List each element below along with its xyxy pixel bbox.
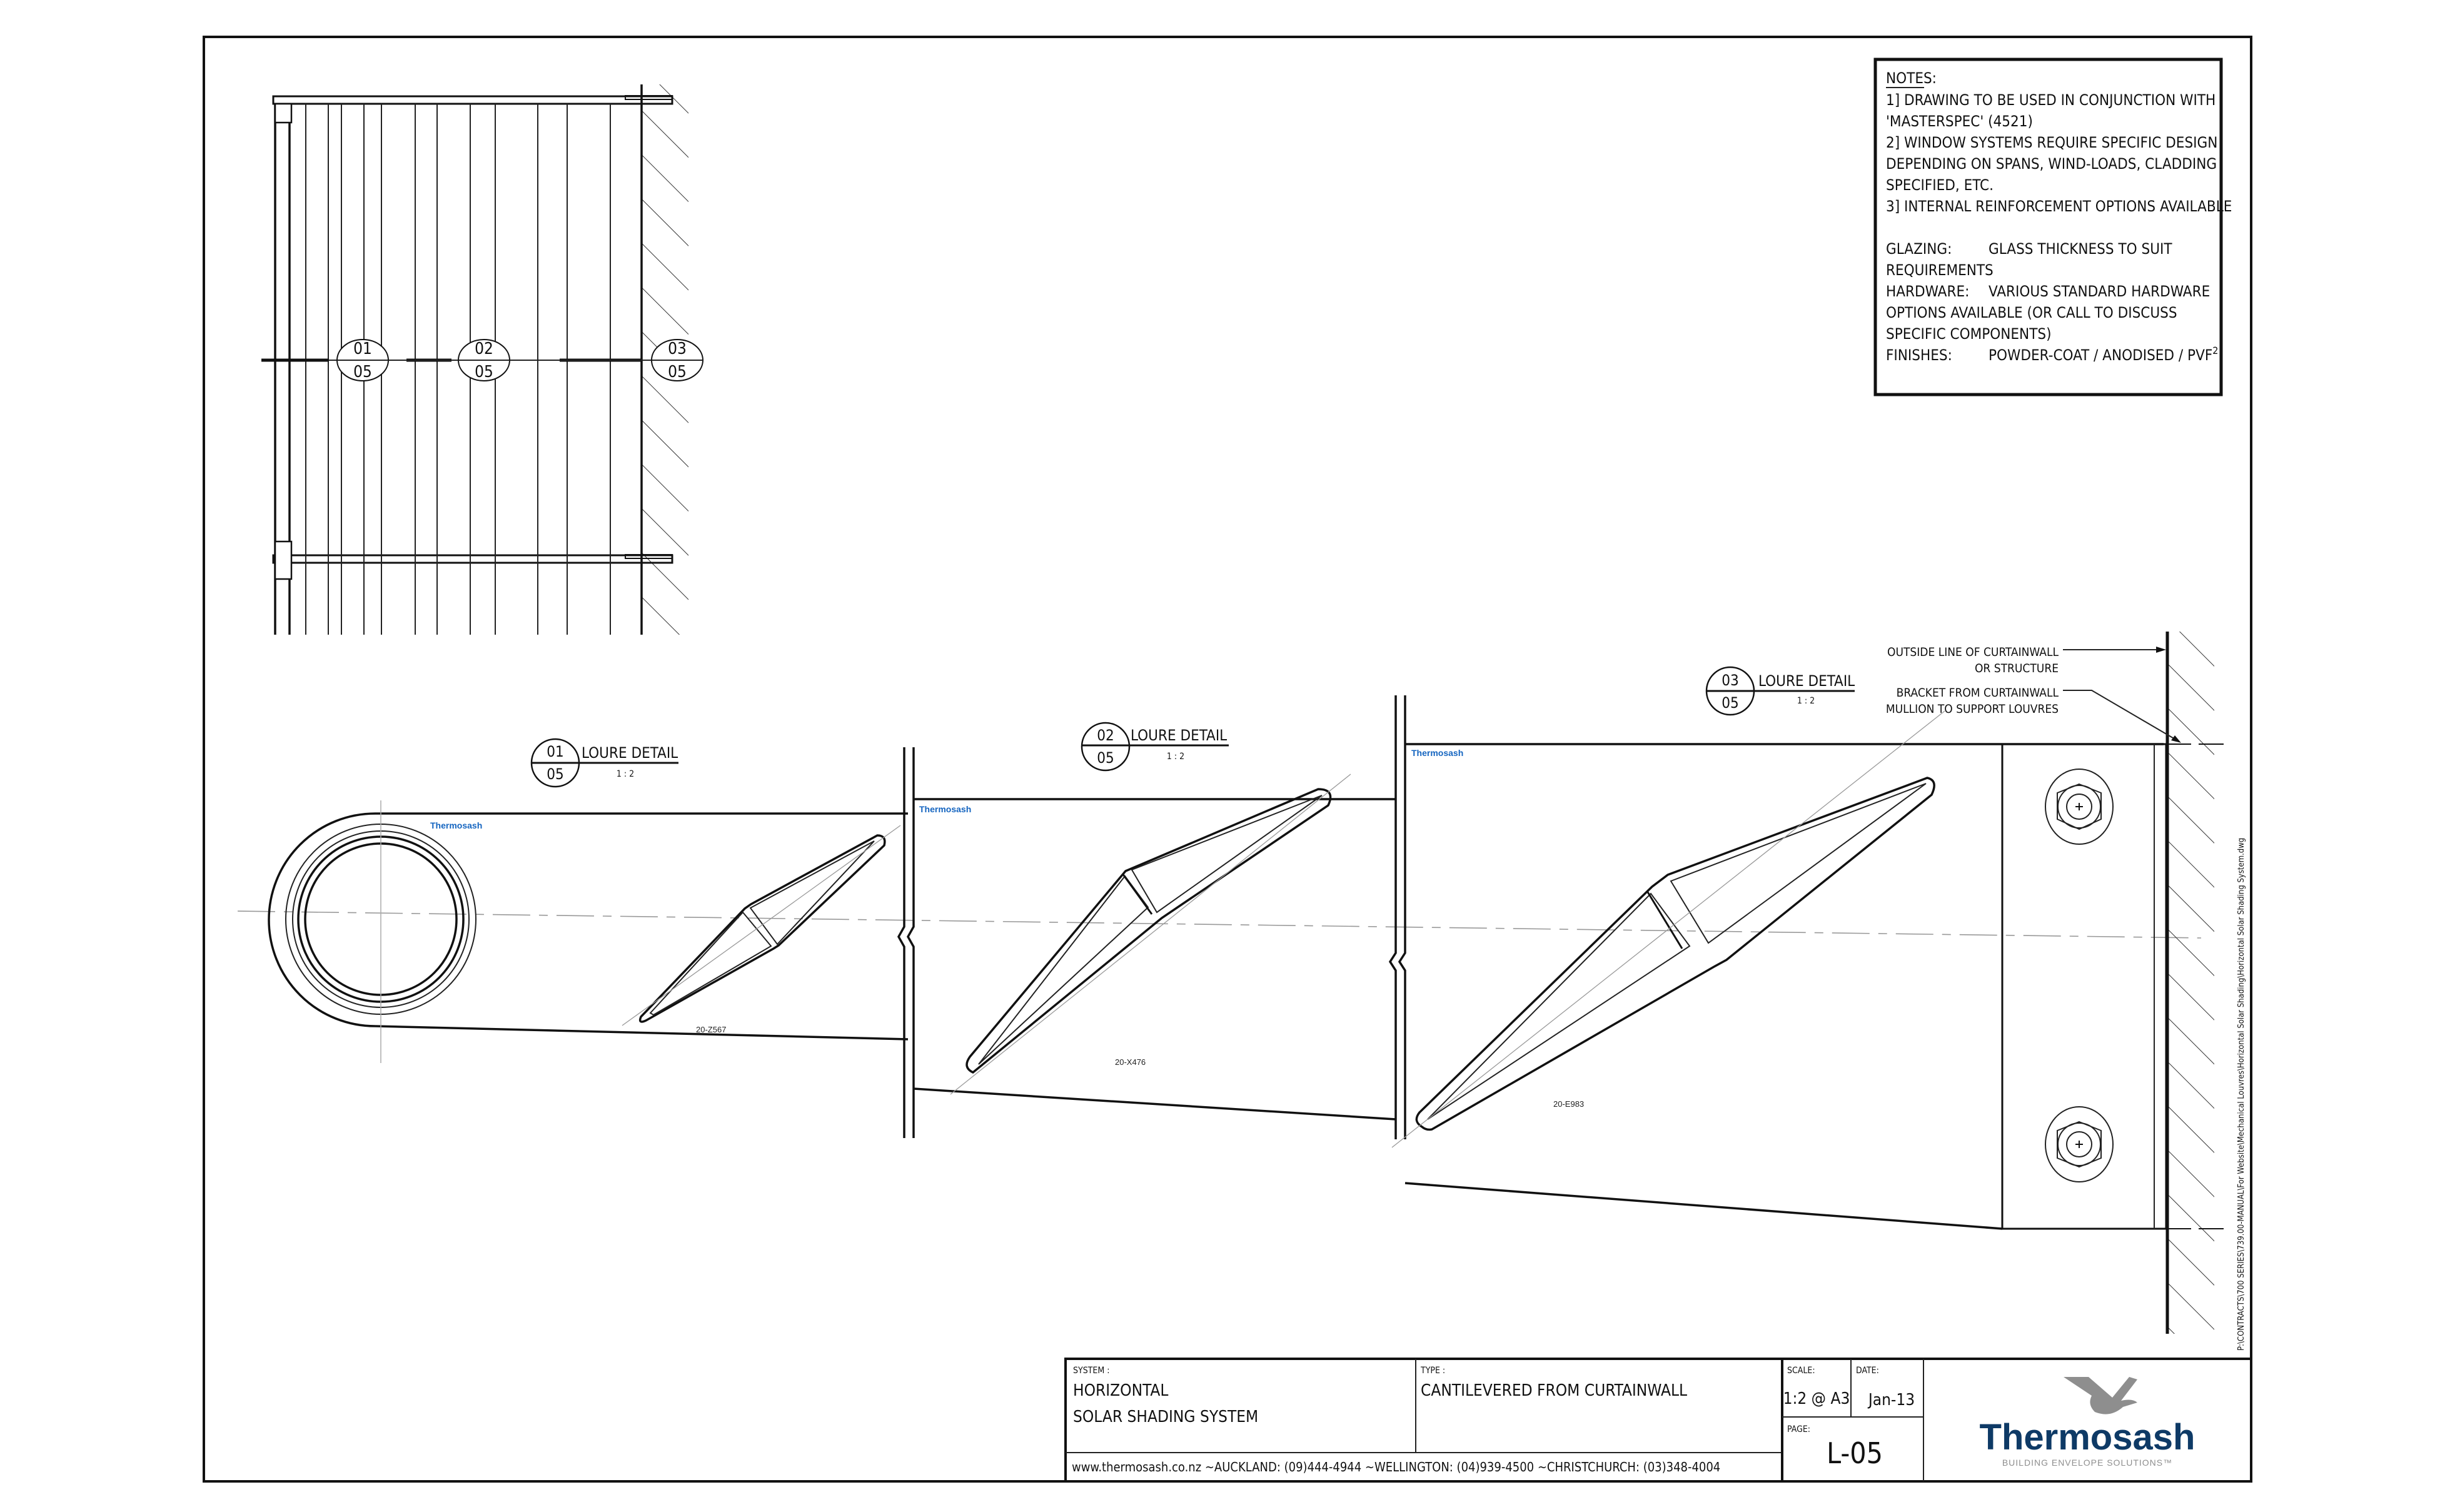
note-line: DEPENDING ON SPANS, WIND-LOADS, CLADDING — [1886, 155, 2217, 173]
glazing-label: GLAZING: — [1886, 240, 1952, 258]
callout-text: OUTSIDE LINE OF CURTAINWALL — [1887, 645, 2059, 659]
system-value: HORIZONTAL — [1073, 1381, 1168, 1400]
note-line: 1] DRAWING TO BE USED IN CONJUNCTION WIT… — [1886, 91, 2216, 109]
detail-sheet: 05 — [1097, 749, 1114, 767]
scale-value: 1:2 @ A3 — [1783, 1389, 1850, 1408]
brand-mark: Thermosash — [1411, 748, 1463, 758]
detail-02: Thermosash — [913, 695, 1406, 1139]
marker-number: 01 — [353, 340, 372, 358]
brand-mark: Thermosash — [430, 820, 482, 830]
arrow-head-icon — [2156, 647, 2166, 653]
detail-scale: 1 : 2 — [1167, 752, 1184, 762]
detail-number: 01 — [547, 743, 563, 760]
notes-box: NOTES: 1] DRAWING TO BE USED IN CONJUNCT… — [1873, 58, 2232, 396]
louvre-profile-02 — [950, 774, 1351, 1095]
glazing-value: REQUIREMENTS — [1886, 261, 1994, 279]
detail-01: Thermosash 20-Z567 01 05 LOURE DETAIL 1 … — [268, 738, 915, 1138]
page-number: L-05 — [1827, 1436, 1883, 1470]
callout-text: BRACKET FROM CURTAINWALL — [1897, 686, 2059, 700]
finishes-label: FINISHES: — [1886, 346, 1952, 364]
detail-sheet: 05 — [1722, 694, 1738, 712]
hardware-label: HARDWARE: — [1886, 283, 1969, 300]
system-value: SOLAR SHADING SYSTEM — [1073, 1408, 1258, 1426]
contact-line: www.thermosash.co.nz ~AUCKLAND: (09)444-… — [1072, 1459, 1720, 1474]
profile-code: 20-Z567 — [696, 1025, 726, 1034]
marker-number: 02 — [475, 340, 493, 358]
system-label: SYSTEM : — [1073, 1366, 1109, 1376]
detail-title-02[interactable]: 02 05 LOURE DETAIL 1 : 2 — [1081, 722, 1229, 772]
notes-heading: NOTES: — [1886, 69, 1937, 87]
type-value: CANTILEVERED FROM CURTAINWALL — [1421, 1381, 1687, 1400]
louvre-profile-01 — [622, 825, 901, 1026]
detail-title-01[interactable]: 01 05 LOURE DETAIL 1 : 2 — [530, 738, 678, 788]
detail-number: 03 — [1722, 672, 1738, 689]
section-marker-03[interactable]: 03 05 — [651, 339, 703, 381]
curtainwall-structure — [2165, 632, 2226, 1334]
marker-sheet: 05 — [668, 363, 687, 381]
detail-03: Thermosash — [1391, 632, 2226, 1334]
detail-title: LOURE DETAIL — [1758, 672, 1855, 690]
callout-text: OR STRUCTURE — [1975, 662, 2059, 675]
profile-code: 20-E983 — [1553, 1099, 1584, 1109]
detail-title: LOURE DETAIL — [582, 744, 678, 762]
detail-title: LOURE DETAIL — [1131, 727, 1227, 744]
hardware-value: OPTIONS AVAILABLE (OR CALL TO DISCUSS — [1886, 304, 2177, 321]
note-line: SPECIFIED, ETC. — [1886, 176, 1994, 194]
marker-number: 03 — [668, 340, 687, 358]
type-label: TYPE : — [1420, 1366, 1445, 1376]
arrow-head-icon — [2171, 735, 2181, 743]
hardware-value: SPECIFIC COMPONENTS) — [1886, 325, 2052, 343]
glazing-value: GLASS THICKNESS TO SUIT — [1989, 240, 2172, 258]
louvre-profile-03 — [1391, 710, 1945, 1148]
callout-text: MULLION TO SUPPORT LOUVRES — [1886, 702, 2059, 716]
date-value: Jan-13 — [1867, 1391, 1915, 1409]
logo-wordmark: Thermosash — [1980, 1417, 2195, 1458]
hardware-value: VARIOUS STANDARD HARDWARE — [1989, 283, 2210, 300]
bird-icon — [2064, 1377, 2137, 1414]
logo-tagline: BUILDING ENVELOPE SOLUTIONS™ — [2002, 1458, 2172, 1468]
thermosash-logo: Thermosash BUILDING ENVELOPE SOLUTIONS™ — [1980, 1377, 2195, 1468]
detail-scale: 1 : 2 — [617, 769, 634, 779]
section-marker-02[interactable]: 02 05 — [458, 339, 510, 381]
callout-bracket: BRACKET FROM CURTAINWALL MULLION TO SUPP… — [1886, 686, 2181, 743]
elevation-view: 01 05 02 05 03 05 — [261, 84, 703, 635]
callout-outside-line: OUTSIDE LINE OF CURTAINWALL OR STRUCTURE — [1887, 645, 2166, 675]
finishes-value: POWDER-COAT / ANODISED / PVF2 — [1989, 345, 2218, 364]
bracket-plate — [2001, 743, 2167, 1230]
page-label: PAGE: — [1787, 1424, 1810, 1434]
section-marker-01[interactable]: 01 05 — [336, 339, 389, 381]
detail-sheet: 05 — [547, 765, 563, 783]
marker-sheet: 05 — [475, 363, 493, 381]
note-line: 3] INTERNAL REINFORCEMENT OPTIONS AVAILA… — [1886, 198, 2232, 215]
detail-number: 02 — [1097, 727, 1114, 744]
note-line: 'MASTERSPEC' (4521) — [1886, 113, 2033, 130]
profile-code: 20-X476 — [1115, 1057, 1146, 1067]
bolt-icon — [2045, 769, 2114, 845]
scale-label: SCALE: — [1787, 1366, 1815, 1376]
file-path: P:\CONTRACTS\700 SERIES\739.00-MANUAL\Fo… — [2237, 838, 2246, 1351]
title-block: SYSTEM : HORIZONTAL SOLAR SHADING SYSTEM… — [1064, 1358, 2252, 1483]
marker-sheet: 05 — [353, 363, 372, 381]
detail-title-03[interactable]: 03 05 LOURE DETAIL 1 : 2 — [1705, 666, 1855, 716]
brand-mark: Thermosash — [919, 804, 971, 814]
bolt-icon — [2045, 1106, 2114, 1182]
note-line: 2] WINDOW SYSTEMS REQUIRE SPECIFIC DESIG… — [1886, 134, 2217, 151]
date-label: DATE: — [1856, 1366, 1879, 1376]
detail-scale: 1 : 2 — [1797, 696, 1815, 706]
